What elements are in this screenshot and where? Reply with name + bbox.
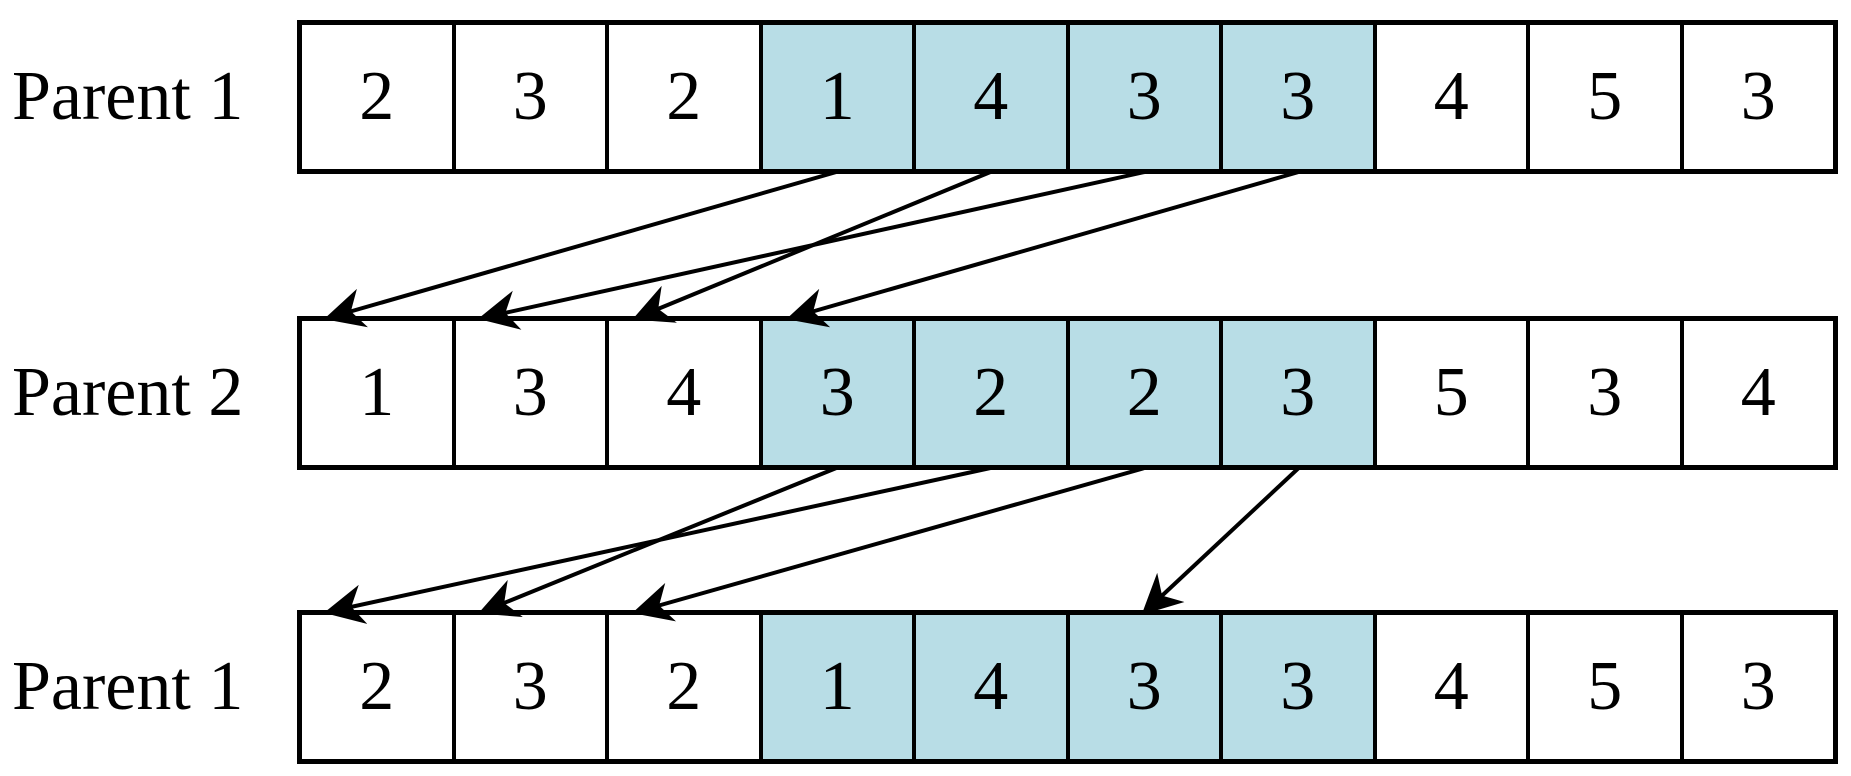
mapping-arrow [786,170,1300,328]
gene-cell: 3 [762,321,916,465]
gene-cell: 3 [1223,25,1377,169]
gene-cell: 2 [1069,321,1223,465]
gene-cell: 4 [916,615,1070,759]
gene-cell: 4 [609,321,763,465]
gene-cell: 2 [302,615,456,759]
gene-cell: 1 [762,615,916,759]
chromosome-row-3: 2 3 2 1 4 3 3 4 5 3 [297,610,1838,764]
gene-cell: 5 [1530,615,1684,759]
mapping-arrow [632,170,992,323]
mapping-arrow [323,170,837,328]
gene-cell: 3 [456,321,609,465]
mapping-arrow [1141,466,1301,615]
row-label-parent-2: Parent 2 [12,354,244,431]
mapping-arrow [478,466,838,617]
gene-cell: 3 [1530,321,1684,465]
gene-cell: 4 [1740,354,1776,431]
chromosome-row-1: 2 3 2 1 4 3 3 4 5 3 [297,20,1838,174]
mapping-arrow [632,466,1146,622]
gene-cell: 3 [1069,25,1223,169]
gene-cell: 1 [762,25,916,169]
gene-cell: 5 [1530,25,1684,169]
gene-cell: 3 [1223,321,1377,465]
gene-cell: 1 [302,321,456,465]
gene-cell: 3 [1740,648,1776,725]
gene-cell: 3 [456,25,609,169]
gene-cell: 2 [609,25,763,169]
mapping-arrow [478,170,1145,330]
gene-cell: 3 [1740,58,1776,135]
gene-cell: 3 [1069,615,1223,759]
gene-cell: 3 [1223,615,1377,759]
mapping-arrow [323,466,991,624]
gene-cell: 4 [916,25,1070,169]
row-label-parent-1-top: Parent 1 [12,58,244,135]
row-label-parent-1-bottom: Parent 1 [12,648,244,725]
gene-cell: 5 [1377,321,1530,465]
gene-cell: 3 [456,615,609,759]
gene-cell: 2 [302,25,456,169]
gene-cell: 4 [1377,615,1530,759]
gene-cell: 4 [1377,25,1530,169]
gene-cell: 2 [916,321,1070,465]
gene-cell: 2 [609,615,763,759]
chromosome-row-2: 1 3 4 3 2 2 3 5 3 4 [297,316,1838,470]
